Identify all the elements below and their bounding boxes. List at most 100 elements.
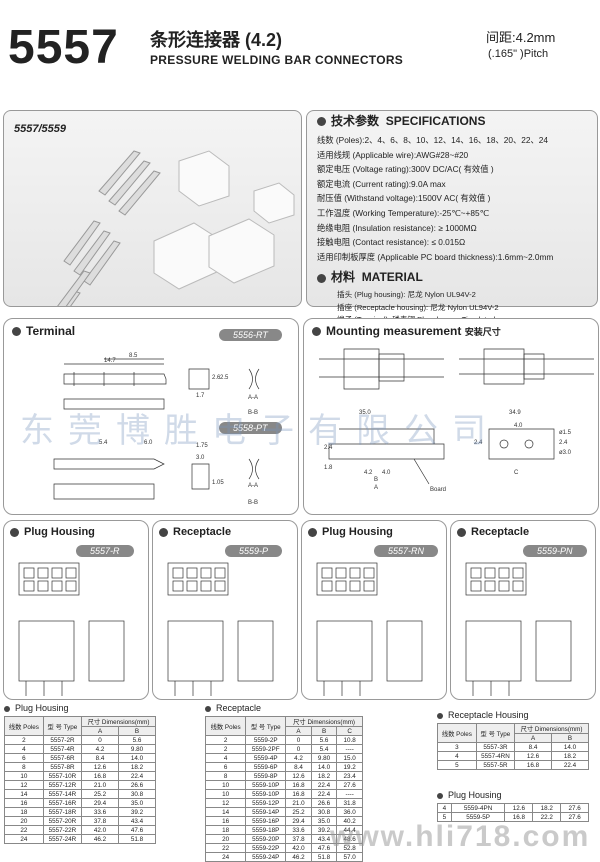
drawing-title: Plug Housing bbox=[10, 526, 95, 538]
col-header: 型 号 Type bbox=[42, 716, 83, 736]
terminal-tag-pt: 5558-PT bbox=[219, 422, 282, 434]
housing-drawing bbox=[167, 562, 274, 696]
terminal-title: Terminal bbox=[12, 324, 75, 338]
col-header: 尺寸 Dimensions(mm) bbox=[285, 716, 363, 727]
dim-label: ø1.5 bbox=[559, 430, 572, 436]
table-cell: 22.4 bbox=[310, 789, 338, 799]
table-cell: 37.8 bbox=[285, 834, 312, 844]
drawing-tag: 5559-PN bbox=[523, 545, 587, 557]
table-cell: 5559-20P bbox=[245, 834, 287, 844]
table-cell: 4 bbox=[437, 751, 477, 761]
title-cn: 条形连接器 (4.2) bbox=[150, 30, 283, 50]
table-cell: 27.6 bbox=[336, 780, 363, 790]
table-cell: 5557-10R bbox=[42, 771, 83, 781]
spec-line: 额定电压 (Voltage rating):300V DC/AC( 有效值 ) bbox=[317, 164, 494, 175]
dim-label: 2.4 bbox=[324, 445, 333, 451]
table-cell: 4 bbox=[4, 744, 44, 754]
table-cell: 14.0 bbox=[310, 762, 338, 772]
col-header: A bbox=[285, 726, 312, 736]
table-cell: 5557-24R bbox=[42, 834, 83, 844]
table-cell: 5559-5P bbox=[450, 812, 506, 822]
table-cell: 22 bbox=[204, 843, 247, 853]
table-cell: 4.2 bbox=[285, 753, 312, 763]
drawing-title: Plug Housing bbox=[308, 526, 393, 538]
table-cell: 5557-16R bbox=[42, 798, 83, 808]
table-cell: 5.6 bbox=[310, 735, 338, 745]
table-cell: ---- bbox=[336, 789, 363, 799]
bullet-icon bbox=[4, 705, 10, 712]
dim-label: C bbox=[514, 470, 519, 476]
dim-label: 2.5 bbox=[220, 375, 229, 381]
dim-label: A bbox=[374, 485, 378, 491]
table-cell: 5559-8P bbox=[245, 771, 287, 781]
bullet-icon bbox=[317, 117, 326, 127]
table-cell: 30.8 bbox=[310, 807, 338, 817]
col-header: 型 号 Type bbox=[475, 723, 516, 743]
specs-block: 技术参数 SPECIFICATIONS 线数 (Poles):2、4、6、8、1… bbox=[317, 112, 593, 327]
table-cell: 12.6 bbox=[514, 751, 553, 761]
table-cell: 46.2 bbox=[285, 852, 312, 862]
dim-label: 5.4 bbox=[99, 440, 108, 446]
table-cell: 4 bbox=[437, 803, 452, 813]
table-cell: 12.6 bbox=[285, 771, 312, 781]
table-cell: 5557-18R bbox=[42, 807, 83, 817]
table-cell: 0 bbox=[285, 744, 312, 754]
dim-label: 4.0 bbox=[382, 470, 391, 476]
mounting-drawing: 35.0 34.9 4.0 2.4 1.8 4.2 4.0 2.4 2.4 ø1… bbox=[319, 348, 594, 493]
table-cell: 5559-6P bbox=[245, 762, 287, 772]
table-cell: 25.2 bbox=[81, 789, 120, 799]
table-cell: 29.4 bbox=[81, 798, 120, 808]
table-cell: 2 bbox=[204, 735, 247, 745]
table-cell: 51.8 bbox=[118, 834, 156, 844]
table-cell: 8.4 bbox=[81, 753, 120, 763]
table-cell: 5559-4P bbox=[245, 753, 287, 763]
section-label: A-A bbox=[248, 483, 258, 489]
table-cell: 20 bbox=[204, 834, 247, 844]
section-label: B-B bbox=[248, 410, 258, 416]
table-cell: 16.8 bbox=[81, 771, 120, 781]
table-cell: 8 bbox=[4, 762, 44, 772]
table-cell: 47.6 bbox=[118, 825, 156, 835]
col-header: A bbox=[81, 726, 120, 736]
dim-label: 2.4 bbox=[559, 440, 568, 446]
table-cell: 5557-4R bbox=[42, 744, 83, 754]
table-cell: 10 bbox=[204, 789, 247, 799]
table-cell: 12.6 bbox=[81, 762, 120, 772]
table-cell: 5557-20R bbox=[42, 816, 83, 826]
table-title: Receptacle Housing bbox=[437, 710, 589, 720]
bullet-icon bbox=[10, 527, 19, 537]
table-cell: 16.8 bbox=[514, 760, 553, 770]
table-cell: 5557-3R bbox=[475, 742, 516, 752]
bullet-icon bbox=[205, 705, 211, 712]
mounting-panel: Mounting measurement 安装尺寸 35.0 34.9 4.0 … bbox=[303, 318, 599, 515]
table-cell: 19.2 bbox=[336, 762, 363, 772]
table-cell: 9.80 bbox=[118, 744, 156, 754]
table-cell: 18.2 bbox=[551, 751, 589, 761]
table-cell: 12 bbox=[204, 798, 247, 808]
table-cell: 5 bbox=[437, 760, 477, 770]
table-cell: 5559-2P bbox=[245, 735, 287, 745]
spec-line: 线数 (Poles):2、4、6、8、10、12、14、16、18、20、22、… bbox=[317, 135, 549, 145]
spec-line: 工作温度 (Working Temperature):-25℃~+85℃ bbox=[317, 207, 489, 218]
col-header: 型 号 Type bbox=[245, 716, 287, 736]
terminal-tag-rt: 5556-RT bbox=[219, 329, 282, 341]
table-cell: 39.2 bbox=[118, 807, 156, 817]
mounting-title: Mounting measurement 安装尺寸 bbox=[312, 324, 501, 338]
table-cell: 14.0 bbox=[551, 742, 589, 752]
col-header: B bbox=[310, 726, 338, 736]
spec-line: 额定电流 (Current rating):9.0A max bbox=[317, 178, 446, 189]
